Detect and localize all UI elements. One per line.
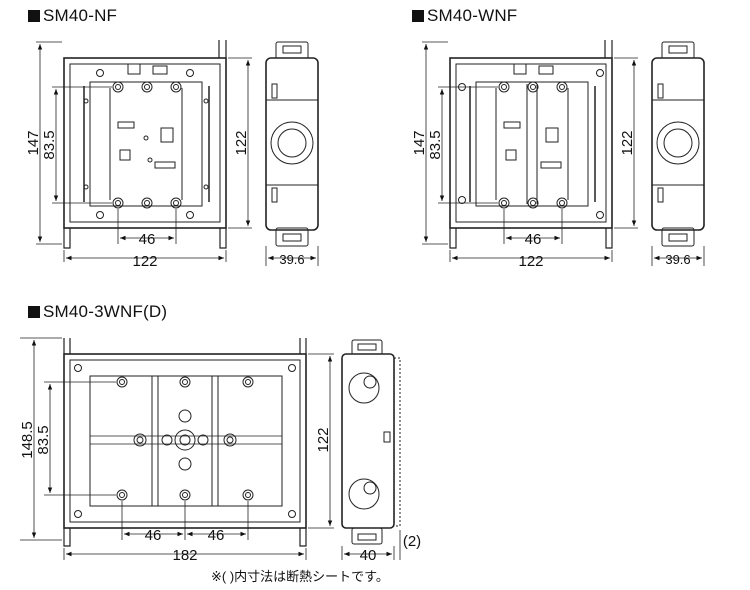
dim-wnf-side-height: 122 — [619, 130, 636, 155]
dim-wnf3-pitch-right: 46 — [208, 527, 225, 544]
dim-wnf3-width: 182 — [172, 547, 197, 564]
nf-front-view — [63, 40, 227, 249]
wnf3-dimensions — [20, 337, 401, 560]
dim-wnf3-height: 148.5 — [19, 421, 36, 459]
dim-wnf-depth: 39.6 — [665, 252, 690, 267]
dim-nf-width: 122 — [132, 253, 157, 270]
title-sm40-wnf: SM40-WNF — [412, 6, 517, 26]
footnote: ※( )内寸法は断熱シートです。 — [211, 569, 389, 584]
square-bullet-icon — [28, 10, 40, 22]
title-sm40-3wnf: SM40-3WNF(D) — [28, 302, 167, 322]
wnf-dimensions — [422, 41, 705, 266]
title-sm40-nf: SM40-NF — [28, 6, 117, 26]
dim-wnf3-side-height: 122 — [315, 427, 332, 452]
dim-nf-depth: 39.6 — [279, 252, 304, 267]
wnf3-side-view — [341, 339, 401, 545]
dim-nf-pitch: 46 — [139, 231, 156, 248]
dim-wnf3-inner: 83.5 — [35, 425, 52, 454]
dim-nf-inner: 83.5 — [41, 130, 58, 159]
dim-wnf-pitch: 46 — [525, 231, 542, 248]
dimension-labels: 147 83.5 46 122 122 39.6 147 83.5 46 122… — [19, 130, 691, 564]
dim-wnf3-pitch-left: 46 — [145, 527, 162, 544]
wnf-side-view — [651, 41, 705, 247]
nf-side-view — [265, 41, 319, 247]
dim-nf-side-height: 122 — [233, 130, 250, 155]
dim-wnf-height: 147 — [411, 130, 428, 155]
dim-wnf3-insulation: (2) — [403, 533, 421, 550]
nf-dimensions — [36, 41, 319, 266]
wnf3-front-view — [63, 338, 307, 547]
dim-nf-height: 147 — [25, 130, 42, 155]
dim-wnf-width: 122 — [518, 253, 543, 270]
dim-wnf3-depth: 40 — [360, 547, 377, 564]
dim-wnf-inner: 83.5 — [427, 130, 444, 159]
wnf-front-view — [449, 40, 613, 249]
square-bullet-icon — [28, 306, 40, 318]
square-bullet-icon — [412, 10, 424, 22]
screw-holes — [96, 69, 194, 219]
